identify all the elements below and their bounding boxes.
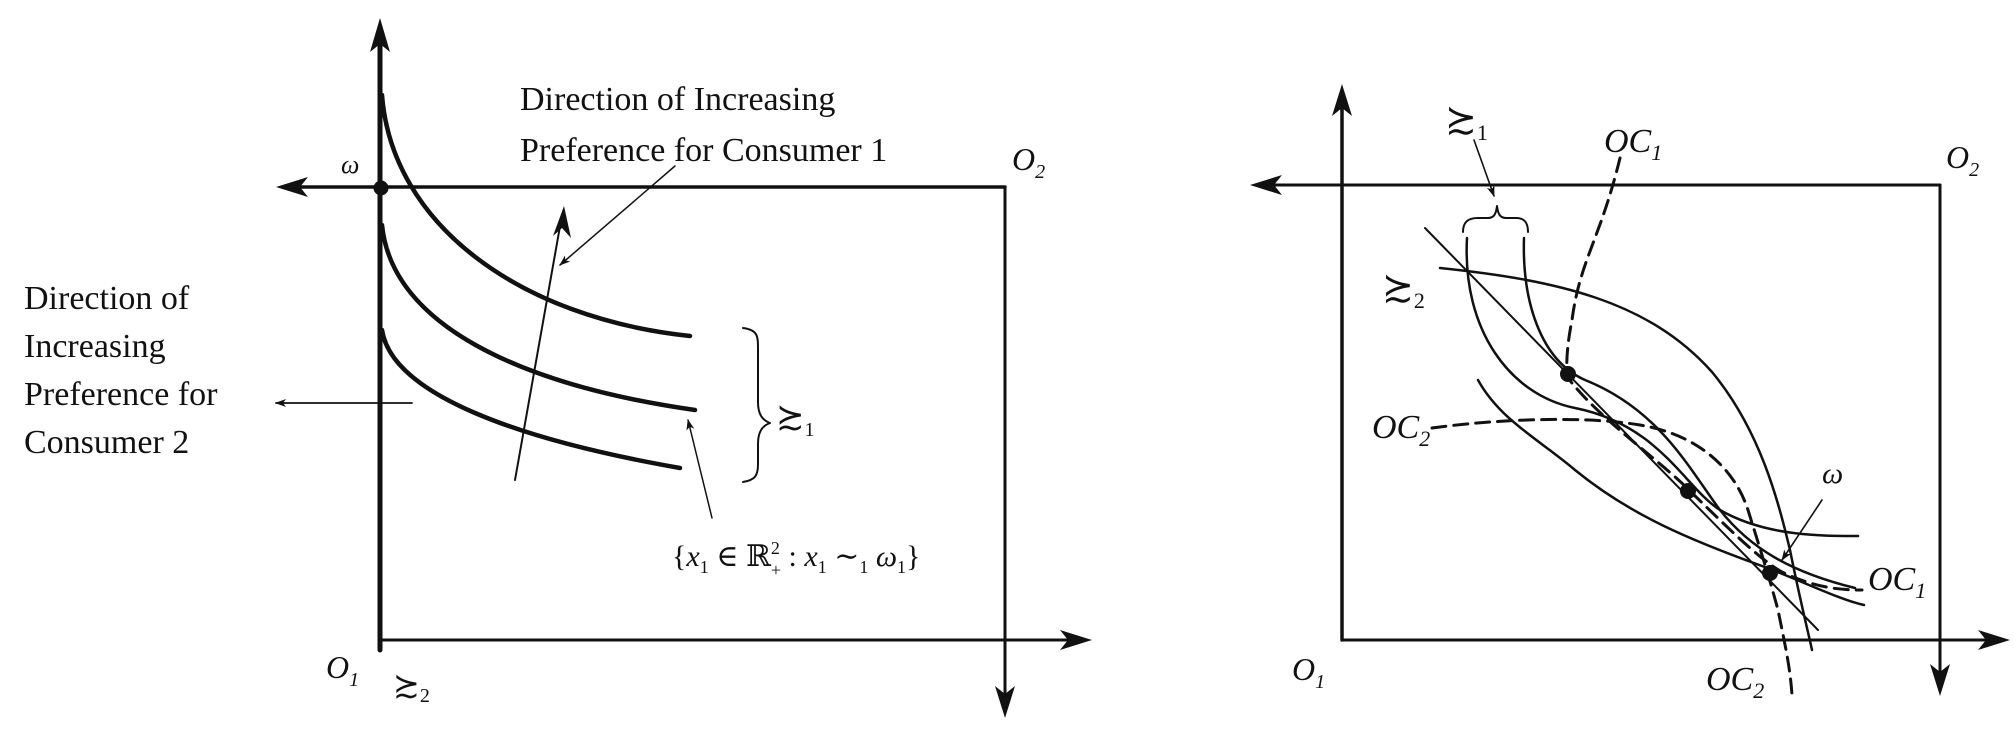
right-endowment-point	[1762, 565, 1778, 581]
offer-curve-oc1	[1565, 156, 1864, 592]
left-o2-horizontal-arrowhead	[276, 177, 308, 197]
left-o1-label: O1	[326, 649, 359, 691]
direction-consumer-2-line-3: Preference for	[24, 376, 218, 413]
right-o2-vertical-arrowhead	[1930, 664, 1950, 696]
right-oc2-bottom-label: OC2	[1706, 661, 1764, 703]
right-pref1-leader	[1473, 139, 1495, 197]
right-indifference-curve-2b	[1476, 378, 1866, 607]
leader-line-indifference-set	[686, 419, 713, 519]
right-pref1-label: ≿1	[1445, 99, 1488, 145]
left-o1-vertical-arrowhead	[370, 18, 390, 52]
left-o2-vertical-arrowhead	[995, 686, 1015, 718]
direction-consumer-2-line-4: Consumer 2	[24, 424, 189, 461]
left-o1-horizontal-arrowhead	[1060, 630, 1092, 650]
leader-line-consumer-1-label	[559, 165, 676, 266]
indifference-curve-1	[379, 92, 693, 339]
direction-consumer-1-line-1: Direction of Increasing	[520, 81, 835, 118]
right-oc2-left-label: OC2	[1372, 409, 1430, 451]
direction-consumer-2-line-2: Increasing	[24, 328, 166, 365]
right-o1-horizontal-arrowhead	[1978, 630, 2010, 650]
right-pref2-label: ≿2	[1382, 267, 1425, 313]
left-endowment-point	[373, 180, 389, 196]
right-oc1-right-label: OC1	[1868, 561, 1926, 603]
indifference-set-label: {x1 ∈ ℝ2+ : x1 ∼1 ω1}	[672, 538, 920, 580]
right-edgeworth-box: ≿1 ≿2 OC1 OC2 ω OC1 OC2 O1 O2	[1250, 84, 2010, 703]
right-omega-leader	[1781, 499, 1823, 561]
budget-line	[1424, 227, 1819, 631]
left-edgeworth-box: ω O2 O1 ≿2 Direction of Increasing Prefe…	[24, 18, 1092, 718]
direction-consumer-2-line-1: Direction of	[24, 280, 190, 317]
left-o2-label: O2	[1012, 141, 1045, 183]
brace-pref1-label: ≿1	[776, 399, 815, 441]
equilibrium-point-1	[1560, 366, 1576, 382]
right-o2-label: O2	[1946, 139, 1979, 181]
indifference-curve-3	[379, 327, 683, 471]
indifference-curve-2	[379, 222, 698, 413]
direction-consumer-1-line-2: Preference for Consumer 1	[520, 132, 887, 169]
right-brace-pref1	[1462, 205, 1529, 233]
right-indifference-curve-2a	[1438, 266, 1814, 652]
direction-arrow-consumer-1-head	[553, 206, 571, 238]
equilibrium-point-2	[1680, 483, 1696, 499]
offer-curve-oc2	[1430, 417, 1794, 697]
right-oc1-top-label: OC1	[1604, 123, 1662, 165]
right-omega-label: ω	[1822, 457, 1843, 490]
right-o2-horizontal-arrowhead	[1250, 175, 1282, 195]
right-indifference-curve-1b	[1522, 236, 1857, 590]
left-omega-label: ω	[341, 150, 359, 179]
left-pref2-label: ≿2	[393, 667, 430, 707]
direction-arrow-consumer-1	[514, 214, 563, 481]
right-o1-vertical-arrowhead	[1332, 84, 1352, 116]
brace-preference-1	[742, 327, 771, 483]
right-o1-label: O1	[1292, 651, 1325, 693]
